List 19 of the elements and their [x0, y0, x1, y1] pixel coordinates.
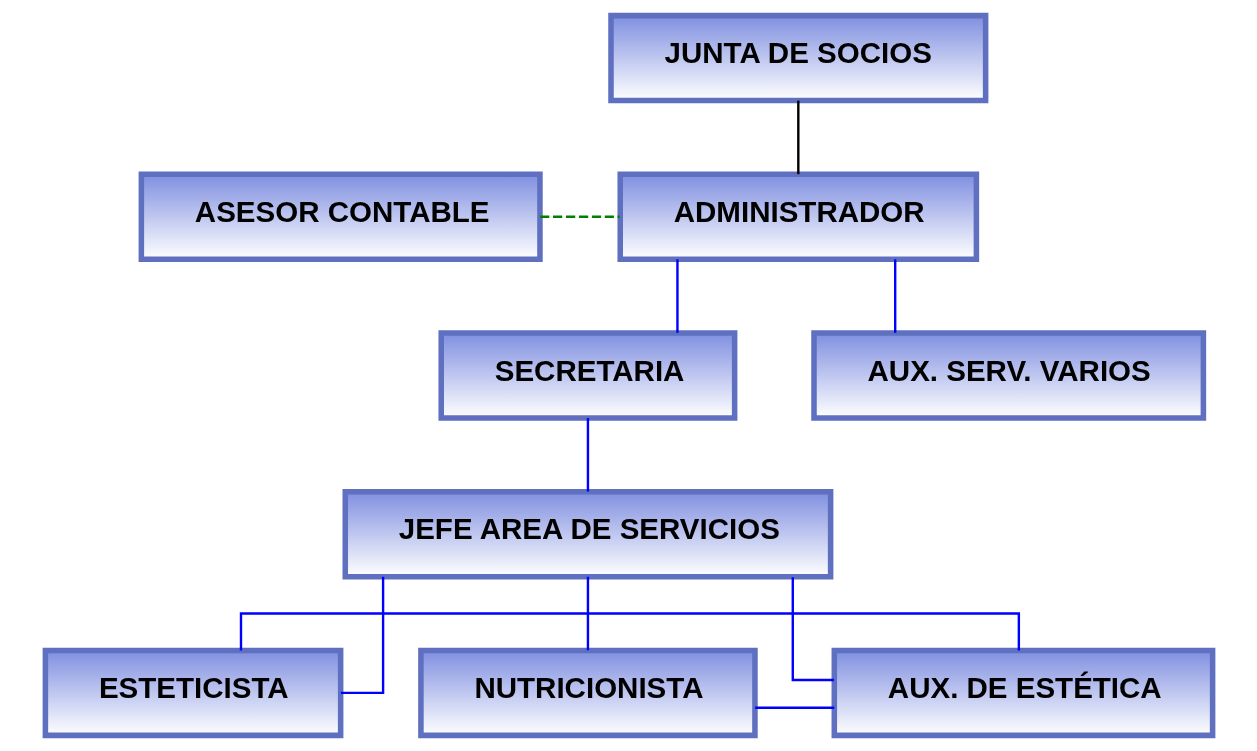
connector	[239, 612, 1020, 651]
connector	[893, 259, 896, 333]
connector	[754, 706, 834, 709]
node-box: ESTETICISTA	[42, 647, 343, 739]
node-box: NUTRICIONISTA	[417, 647, 758, 739]
connector	[539, 215, 620, 218]
connector	[791, 577, 834, 682]
node-box: ADMINISTRADOR	[616, 171, 979, 262]
node-box: SECRETARIA	[437, 330, 737, 421]
node-box: AUX. SERV. VARIOS	[810, 330, 1206, 421]
node-box: AUX. DE ESTÉTICA	[831, 647, 1215, 739]
node-box: ASESOR CONTABLE	[138, 171, 543, 262]
node-box: JEFE AREA DE SERVICIOS	[342, 489, 833, 580]
connector	[340, 576, 384, 695]
connector	[796, 100, 800, 175]
connector	[586, 576, 589, 651]
connector	[675, 259, 679, 333]
node-box: JUNTA DE SOCIOS	[607, 12, 988, 104]
connector	[586, 418, 589, 492]
